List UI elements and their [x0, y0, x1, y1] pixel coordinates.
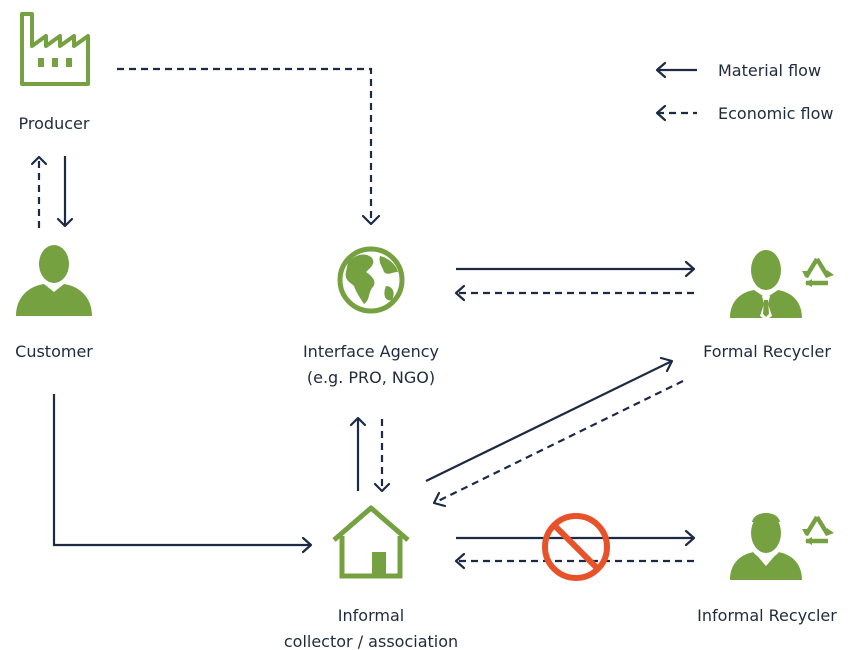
- recycle-icon: [802, 257, 834, 287]
- arrow-informal-to-collector-economic: [454, 552, 694, 570]
- informal-collector-label-line1: Informal: [338, 606, 404, 625]
- factory-icon: [20, 12, 90, 86]
- customer-label: Customer: [15, 342, 93, 361]
- informal-collector-label-line2: collector / association: [284, 632, 458, 650]
- legend-economic-arrow: [655, 104, 697, 122]
- globe-icon: [337, 246, 405, 314]
- arrow-collector-to-formal-material: [425, 356, 674, 482]
- arrow-producer-to-agency-economic: [117, 67, 381, 226]
- legend-material-arrow: [655, 61, 697, 79]
- legend: Material flow Economic flow: [655, 61, 834, 123]
- arrow-producer-to-customer-material: [56, 156, 74, 228]
- informal-recycler-label: Informal Recycler: [697, 606, 837, 625]
- house-icon: [332, 505, 410, 579]
- arrow-customer-to-producer-economic: [30, 155, 48, 228]
- legend-economic-label: Economic flow: [718, 104, 834, 123]
- informal-collector-node: Informal collector / association: [284, 505, 458, 650]
- interface-agency-label-line2: (e.g. PRO, NGO): [307, 368, 435, 387]
- arrow-agency-to-collector-economic: [373, 419, 391, 493]
- legend-material-label: Material flow: [718, 61, 821, 80]
- customer-node: Customer: [15, 245, 93, 361]
- person-icon: [16, 245, 92, 316]
- producer-node: Producer: [19, 12, 90, 133]
- interface-agency-label-line1: Interface Agency: [303, 342, 439, 361]
- businessman-icon: [730, 250, 802, 320]
- arrow-formal-to-collector-economic: [432, 380, 684, 508]
- arrow-collector-to-agency-material: [349, 416, 367, 491]
- informal-recycler-node: Informal Recycler: [697, 513, 837, 625]
- formal-recycler-node: Formal Recycler: [703, 250, 834, 361]
- arrow-customer-to-collector-material: [52, 394, 313, 554]
- producer-label: Producer: [19, 114, 90, 133]
- interface-agency-node: Interface Agency (e.g. PRO, NGO): [303, 246, 439, 387]
- worker-icon: [730, 513, 802, 580]
- recycle-icon: [802, 515, 834, 545]
- prohibited-icon: [542, 513, 610, 581]
- arrow-agency-to-formal-material: [456, 260, 696, 278]
- arrow-formal-to-agency-economic: [454, 284, 694, 302]
- arrow-collector-to-informal-material: [456, 529, 696, 547]
- formal-recycler-label: Formal Recycler: [703, 342, 831, 361]
